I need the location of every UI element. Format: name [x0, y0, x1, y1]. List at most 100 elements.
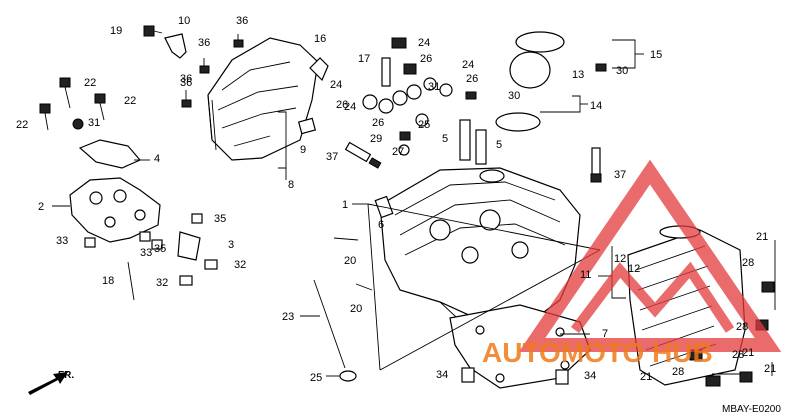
callout-label-l36c: 36 [180, 73, 192, 85]
callout-label-l26d: 26 [466, 73, 478, 85]
callout-label-l22c: 22 [16, 119, 28, 131]
callout-label-l28a: 28 [742, 257, 754, 269]
callout-label-l28d: 28 [672, 366, 684, 378]
dowel-34-a [461, 367, 475, 383]
callout-label-l29: 29 [370, 133, 382, 145]
callout-label-l26b: 26 [336, 99, 348, 111]
stud-20-a [333, 237, 359, 241]
front-direction-arrow: FR. [28, 370, 74, 395]
spark-plug-b [590, 147, 602, 183]
pin-35-a [151, 239, 163, 250]
callout-label-l20b: 20 [350, 303, 362, 315]
callout-label-l24c: 24 [344, 101, 356, 113]
diagram-code: MBAY-E0200 [722, 404, 781, 415]
bolt-36-a [233, 34, 244, 48]
callout-label-l30a: 30 [616, 65, 628, 77]
collar-32-b [179, 275, 193, 286]
callout-label-l30b: 30 [508, 90, 520, 102]
rocker-arm [177, 231, 201, 261]
callout-label-l2: 2 [38, 201, 44, 213]
callout-label-l9: 9 [300, 144, 306, 156]
callout-label-l37a: 37 [326, 151, 338, 163]
callout-label-l25a: 25 [418, 119, 430, 131]
washer-31-a [72, 118, 84, 130]
callout-label-l36b: 36 [198, 37, 210, 49]
callout-label-l36d: 36 [180, 77, 192, 89]
bolt-36-c [181, 90, 192, 108]
callout-label-l18: 18 [102, 275, 114, 287]
cylinder-head-cover [207, 37, 319, 161]
insulator-14 [495, 112, 541, 132]
stud-20-b [355, 283, 373, 291]
bolt-36-b [199, 58, 210, 74]
dowel-33-b [139, 231, 151, 242]
callout-label-l24d: 24 [462, 59, 474, 71]
insulator-13 [509, 51, 551, 89]
watermark-brand: AUTOMOTO HUB [482, 337, 713, 368]
seal-16 [309, 57, 329, 82]
bolt-21 [739, 371, 753, 383]
clamp-band [515, 31, 565, 53]
callout-label-l13: 13 [572, 69, 584, 81]
spark-plug-a [344, 141, 382, 169]
callout-label-l31b: 31 [428, 81, 440, 93]
callout-label-l37b: 37 [614, 169, 626, 181]
callout-label-l36a: 36 [236, 15, 248, 27]
watermark-logo [518, 159, 782, 352]
callout-label-l21c: 21 [764, 363, 776, 375]
cylinder-head [379, 167, 581, 346]
callout-label-l14: 14 [590, 100, 602, 112]
callout-label-l28c: 28 [732, 349, 744, 361]
bolt-22-c [39, 103, 51, 131]
callout-label-l12b: 12 [628, 263, 640, 275]
stay-bracket [164, 33, 187, 59]
callout-label-l16: 16 [314, 33, 326, 45]
pin-35-b [191, 213, 203, 224]
callout-label-l24a: 24 [418, 37, 430, 49]
callout-label-l17: 17 [358, 53, 370, 65]
front-label: FR. [58, 370, 74, 381]
callout-label-l24b: 24 [330, 79, 342, 91]
callout-label-l35b: 35 [154, 243, 166, 255]
callout-label-l6: 6 [378, 219, 384, 231]
bolt-19 [143, 25, 163, 37]
callout-label-l22a: 22 [84, 77, 96, 89]
callout-label-l34a: 34 [436, 369, 448, 381]
callout-label-l32b: 32 [156, 277, 168, 289]
callout-label-l5b: 5 [496, 139, 502, 151]
small-hardware [362, 37, 607, 156]
callout-label-l7: 7 [602, 328, 608, 340]
bolt-28-d [705, 375, 721, 387]
pushrod-18 [127, 261, 135, 301]
dowel-33-a [84, 237, 96, 248]
callout-label-l3: 3 [228, 239, 234, 251]
callout-label-l32a: 32 [234, 259, 246, 271]
valve-guide-b [475, 129, 487, 165]
callout-label-l33b: 33 [140, 247, 152, 259]
callout-label-l27: 27 [392, 146, 404, 158]
bolt-28-a [761, 281, 775, 293]
callout-label-l20a: 20 [344, 255, 356, 267]
callout-label-l21a: 21 [756, 231, 768, 243]
callout-label-l22b: 22 [124, 95, 136, 107]
callout-label-l11: 11 [580, 269, 591, 281]
collar-32-a [204, 259, 218, 270]
washer-25 [339, 370, 357, 382]
bolt-22-b [94, 93, 106, 121]
bolt-22-a [59, 77, 71, 109]
callout-label-l5a: 5 [442, 133, 448, 145]
rocker-arm-holder [69, 177, 161, 243]
dowel-34-b [555, 369, 569, 385]
callout-label-l26a: 26 [420, 53, 432, 65]
callout-label-l19: 19 [110, 25, 122, 37]
callout-label-l4: 4 [154, 153, 160, 165]
callout-label-l25b: 25 [310, 372, 322, 384]
callout-label-l15: 15 [650, 49, 662, 61]
callout-label-l21b: 21 [742, 347, 754, 359]
stud-bolt-23 [313, 279, 346, 369]
callout-label-l28b: 28 [736, 321, 748, 333]
callout-label-l10: 10 [178, 15, 190, 27]
callout-label-l34b: 34 [584, 370, 596, 382]
